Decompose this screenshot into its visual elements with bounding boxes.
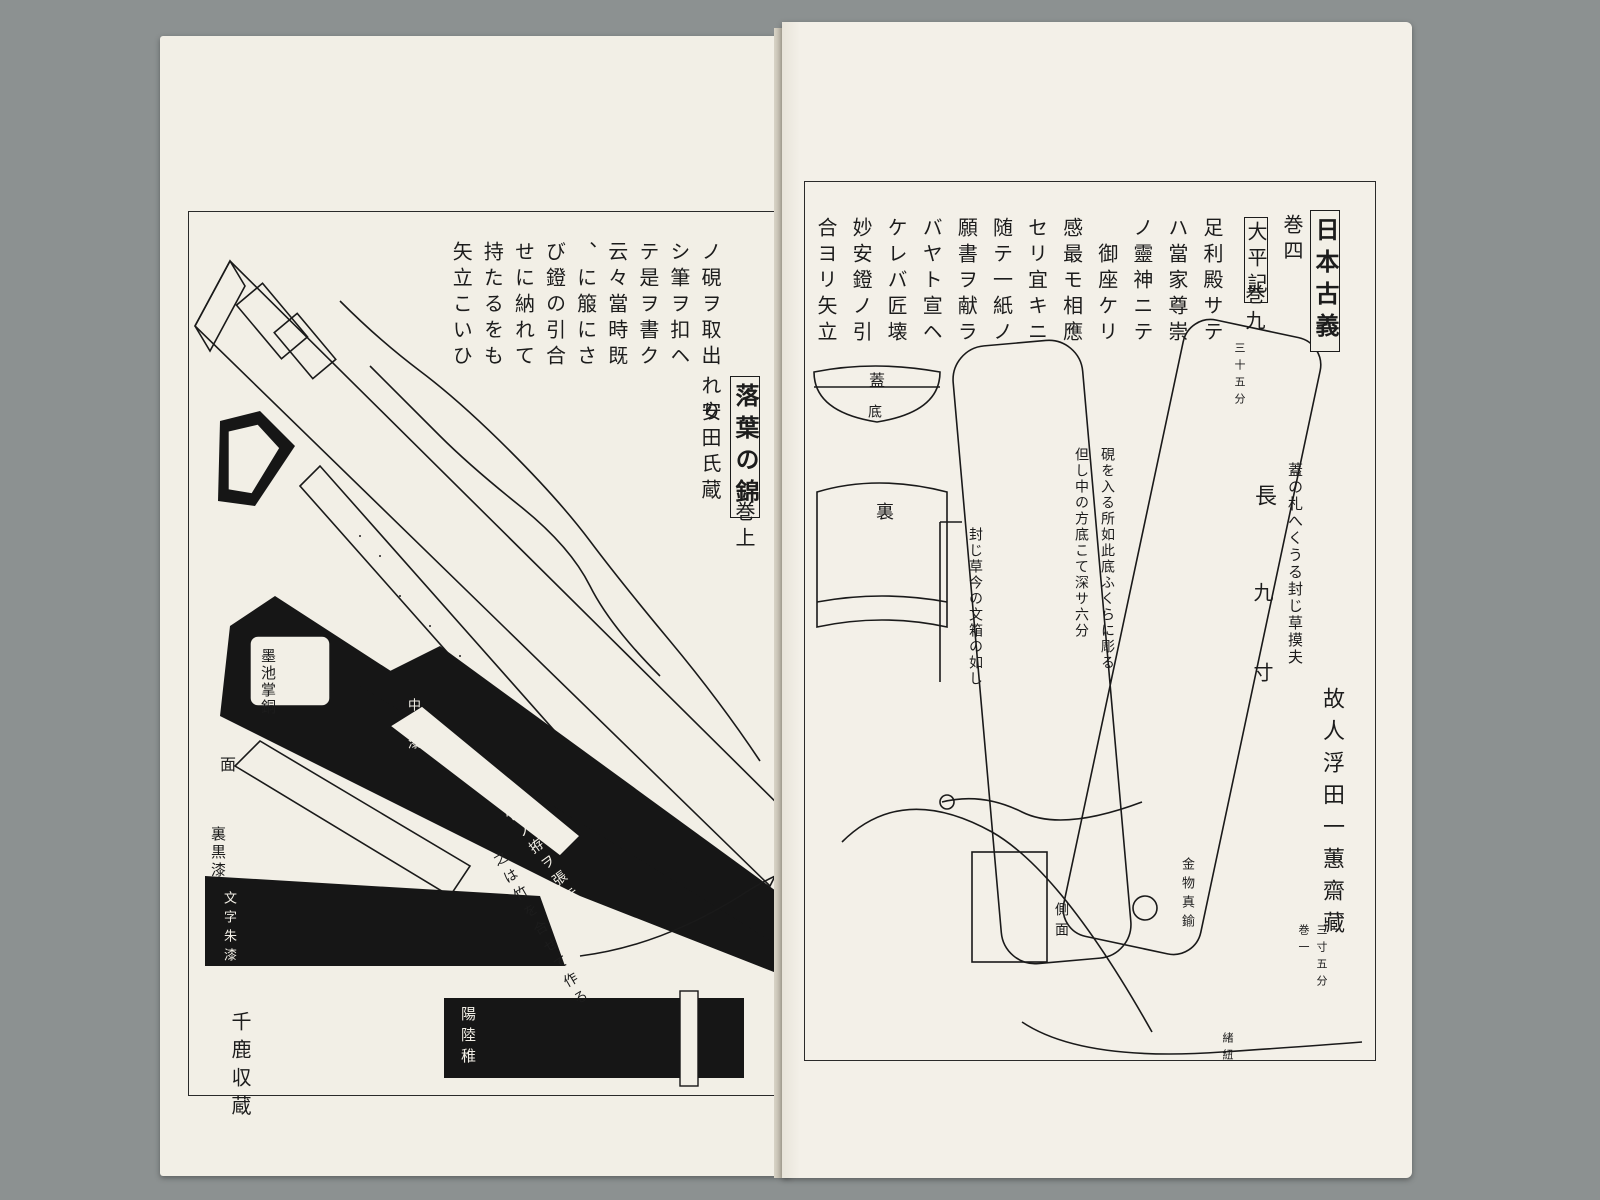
side-piece [233,739,472,898]
left-text-block: ノ硯ヲ取出 シ筆ヲ扣ヘ テ是ヲ書ク 云々當時既 に箙にさ、 び鐙の引合 せに納れ… [430,241,722,427]
cord [579,868,790,957]
lid-label: 蓋 [866,372,885,394]
right-text-col: ノ靈神ニテ [1129,217,1154,347]
right-text-col: ハ當家尊崇 [1164,217,1189,347]
seal-chrysanthemum [1132,895,1158,921]
right-page: 日本古義 巻四 大平記 巻九 足利殿サテ ハ當家尊崇 ノ靈神ニテ 御座ケリ 感最… [782,22,1412,1178]
left-text-col: 持たるをも [480,241,505,371]
seal-note: 封じ草今の文箱の如し [967,527,983,687]
brush-case-end [194,259,246,353]
case-lower [841,808,1153,1033]
small-left-note: 三十五分 [1233,342,1246,410]
right-text-col: ケレバ匠壊 [884,217,909,347]
left-collection: 安田氏蔵 [698,401,722,505]
middle-note-1: 硯を入る所如此底ふくらに彫る [1099,447,1115,671]
left-text-col: せに納れて [511,241,536,371]
bottom-note: 三寸五分 [1315,924,1328,992]
black-plate-top: 陽陸稚 [459,1006,477,1069]
source-volume: 巻九 [1242,284,1266,336]
front-lacquer-label: 裏黒漆 [209,826,227,880]
length-label: 長 [1251,484,1276,512]
middle-note-2: 但し中の方底こて深サ六分 [1073,447,1089,639]
left-text-col: 云々當時既 [604,241,629,371]
upper-note: 蓋の札へくうる封じ草摸夫 [1286,462,1304,666]
metal-note: 金物真鍮 [1179,857,1194,933]
right-text-col: セリ宜キニ [1024,217,1049,347]
left-text-col: に箙にさ、 [573,241,598,371]
left-text-col: ノ硯ヲ取出 [698,241,722,371]
left-text-col: れり [698,375,722,427]
left-volume: 巻上 [732,501,756,553]
left-text-col: テ是ヲ書ク [635,241,660,371]
right-text-col: 足利殿サテ [1200,217,1224,347]
right-text-block: 足利殿サテ ハ當家尊崇 ノ靈神ニテ 御座ケリ 感最モ相應 セリ宜キニ 随テ一紙ノ… [802,217,1224,357]
side-label: 面 [217,756,236,778]
tassel-cord [941,797,1143,821]
source-title: 大平記 [1244,217,1268,303]
holder-lid [360,646,790,953]
tassel-cord-2 [1021,1021,1363,1055]
left-text-col: 矢立こいひ [449,241,474,371]
length-unit: 寸 [1250,662,1274,688]
tiny-label: 緒紐 [1221,1032,1234,1066]
tablet-left [952,339,1132,965]
right-volume: 巻四 [1280,214,1304,266]
right-text-col: 願書ヲ献ラ [954,217,979,347]
cord-ring [939,794,955,810]
length-value: 九 [1250,582,1274,608]
holder-seal-box [249,635,331,707]
right-title: 日本古義 [1310,210,1340,352]
right-page-frame [804,181,1376,1061]
lid-shape [813,365,941,423]
black-plate [205,876,565,966]
right-text-col: 妙安鐙ノ引 [849,217,874,347]
tablet-right [1062,318,1322,956]
right-text-col: バヤト宣ヘ [919,217,944,347]
left-illustration [194,259,790,1087]
box-seal-label: 墨池掌銅 [259,648,277,716]
owner-label: 故人浮田一蕙齋藏 [1319,687,1344,943]
back-label: 裏 [873,502,894,526]
black-plate-text: 文字朱漆 [221,891,236,967]
back-box [816,482,948,628]
case-script-2 [369,365,661,677]
side-face-rect [971,851,1048,963]
case-band [235,282,309,360]
right-text-col: 感最モ相應 [1059,217,1084,347]
small-mark: 巻一 [1297,924,1310,958]
left-text-col: シ筆ヲ扣ヘ [666,241,691,371]
bottom-label: 底 [866,404,882,424]
side-face-label: 側面 [1053,902,1069,942]
right-text-col: 御座ケリ [1094,243,1119,347]
left-text-col: び鐙の引合 [542,241,567,371]
right-text-col: 合ヨリ矢立 [813,217,838,347]
left-title: 落葉の錦 [730,376,760,518]
right-illustration [813,318,1363,1055]
black-stamp-plate [444,998,744,1078]
case-band-2 [273,312,337,380]
case-script [339,300,761,762]
red-inscription: 中里漆 [405,698,420,755]
right-text-col: 随テ一紙ノ [989,217,1014,347]
collector-stamp: 千鹿収蔵 [228,1011,252,1123]
open-book: 落葉の錦 巻上 安田氏蔵 ノ硯ヲ取出 シ筆ヲ扣ヘ テ是ヲ書ク 云々當時既 に箙に… [160,18,1412,1180]
left-page: 落葉の錦 巻上 安田氏蔵 ノ硯ヲ取出 シ筆ヲ扣ヘ テ是ヲ書ク 云々當時既 に箙に… [160,36,790,1176]
